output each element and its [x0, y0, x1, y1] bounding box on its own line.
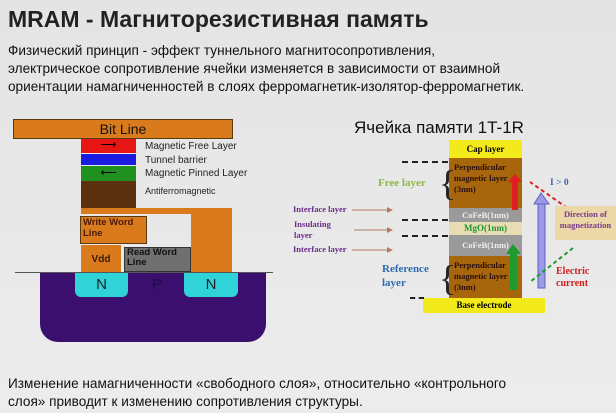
pinned-layer-block: ⟵	[81, 166, 136, 181]
current-sign-label: I > 0	[550, 178, 569, 188]
red-magnetization-arrow	[512, 180, 518, 210]
dashed-line	[402, 235, 448, 237]
write-word-line: Write Word Line	[80, 216, 147, 244]
antiferromagnetic-block	[81, 181, 136, 208]
label-pinned-layer: Magnetic Pinned Layer	[145, 168, 248, 179]
read-word-line: Read Word Line	[124, 247, 191, 272]
dashed-line	[410, 297, 424, 299]
label-tunnel-barrier: Tunnel barrier	[145, 155, 207, 166]
mgo-layer: MgO(1nm)	[449, 222, 522, 235]
intro-line-3: ориентации намагниченностей в слоях ферр…	[8, 79, 525, 94]
green-magnetization-arrow	[510, 252, 517, 290]
electric-current-label: Electric current	[556, 266, 590, 289]
interface-layer-label-1: Interface layer	[293, 204, 347, 214]
tunnel-barrier-block	[81, 154, 136, 165]
dashed-line	[402, 161, 448, 163]
n-well-right: N	[184, 272, 238, 297]
intro-line-2: электрическое сопротивление ячейки измен…	[8, 61, 501, 76]
insulating-layer-label: Insulating layer	[294, 219, 331, 240]
vdd-block: Vdd	[81, 245, 121, 272]
free-layer-label: Free layer	[378, 177, 426, 189]
free-layer-block: ⟶	[81, 139, 136, 153]
right-pillar	[191, 214, 232, 272]
reference-layer-label: Reference layer	[382, 263, 429, 289]
n-well-left: N	[75, 272, 128, 297]
conclusion-line-1: Изменение намагниченности «свободного сл…	[8, 376, 507, 391]
direction-of-magnetization-box: Direction of magnetization	[555, 206, 616, 240]
intro-line-1: Физический принцип - эффект туннельного …	[8, 43, 436, 58]
cofeb-top: CoFeB(1nm)	[449, 208, 522, 222]
base-electrode: Base electrode	[423, 298, 545, 313]
cofeb-bottom: CoFeB(1nm)	[449, 235, 522, 256]
ground-line	[15, 272, 273, 273]
p-label: P	[152, 276, 163, 293]
green-dashed-arrow	[529, 247, 574, 283]
conclusion-line-2: слоя» приводит к изменению сопротивления…	[8, 394, 363, 409]
free-perpendicular-layer: Perpendicular magnetic layer (3nm)	[449, 158, 522, 208]
interface-layer-label-2: Interface layer	[293, 244, 347, 254]
slide-title: MRAM - Магниторезистивная память	[8, 6, 429, 32]
label-antiferromagnetic: Antiferromagnetic	[145, 186, 216, 196]
bit-line: Bit Line	[13, 119, 233, 139]
reference-perpendicular-layer: Perpendicular magnetic layer (3nm)	[449, 256, 522, 298]
label-free-layer: Magnetic Free Layer	[145, 141, 237, 152]
dashed-line	[402, 219, 448, 221]
right-diagram-title: Ячейка памяти 1T-1R	[354, 118, 524, 137]
cap-layer: Cap layer	[449, 140, 522, 158]
connector-bar	[81, 208, 232, 214]
